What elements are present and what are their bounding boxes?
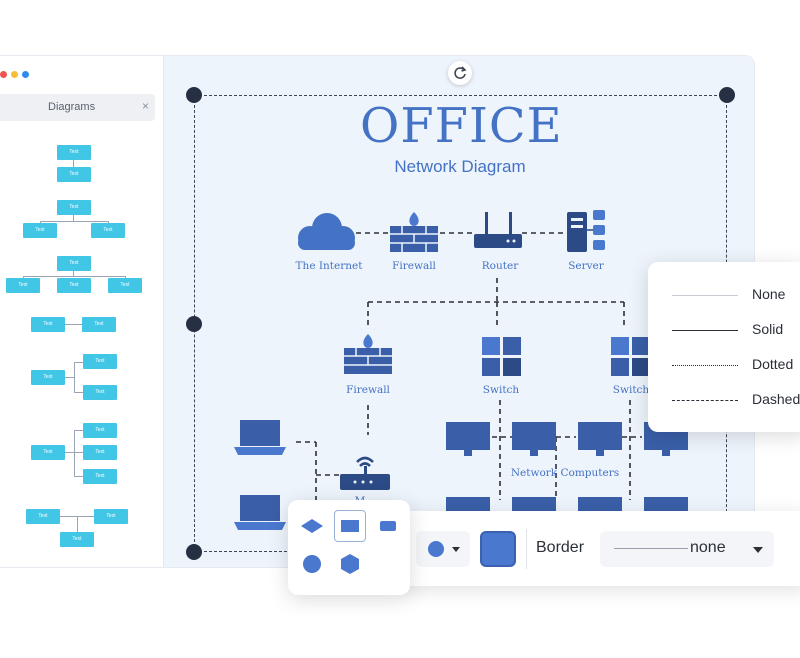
thumb-box: Text — [6, 278, 40, 293]
resize-handle-left[interactable] — [186, 316, 202, 332]
thumb-box: Text — [94, 509, 128, 524]
thumb-box: Text — [31, 317, 65, 332]
thumb-box: Text — [82, 317, 116, 332]
thumb-box: Text — [83, 445, 117, 460]
thumb-box: Text — [57, 200, 91, 215]
laptop-icon — [234, 495, 286, 530]
resize-handle-bottom-left[interactable] — [186, 544, 202, 560]
maximize-dot[interactable] — [22, 71, 29, 78]
circle-icon — [428, 541, 460, 557]
thumb-box: Text — [23, 223, 57, 238]
thumb-box: Text — [108, 278, 142, 293]
diagram-subtitle: Network Diagram — [394, 157, 526, 176]
line-style-dotted[interactable]: Dotted — [672, 356, 800, 376]
toolbar-divider — [526, 529, 527, 569]
rounded-rect-icon[interactable] — [372, 510, 404, 542]
border-value: none — [690, 539, 726, 556]
resize-handle-top-right[interactable] — [719, 87, 735, 103]
window-controls — [0, 71, 29, 78]
diagram-title: OFFICE — [360, 98, 563, 154]
format-toolbar: Border none — [400, 511, 800, 586]
label-router: Router — [481, 260, 519, 272]
thumb-box: Text — [83, 469, 117, 484]
label-switch-2: Switch — [612, 384, 650, 396]
template-thumbnails: Text Text Text Text Text Text Text Text … — [0, 130, 163, 560]
chevron-down-icon — [753, 547, 763, 553]
cloud-icon — [298, 213, 355, 250]
thumb-box: Text — [83, 423, 117, 438]
label-firewall-mid: Firewall — [346, 384, 390, 396]
thumb-box: Text — [91, 223, 125, 238]
label-server: Server — [568, 260, 604, 272]
line-style-dashed[interactable]: Dashed — [672, 391, 800, 411]
thumb-box: Text — [57, 167, 91, 182]
fill-color-swatch[interactable] — [480, 531, 516, 567]
thumb-box: Text — [31, 445, 65, 460]
firewall-icon — [344, 334, 392, 374]
rotate-icon — [454, 66, 467, 79]
diamond-icon[interactable] — [296, 510, 328, 542]
resize-handle-top-left[interactable] — [186, 87, 202, 103]
switch-icon — [482, 337, 521, 376]
thumb-box: Text — [57, 145, 91, 160]
close-icon[interactable]: × — [142, 99, 150, 113]
thumb-box: Text — [26, 509, 60, 524]
shape-picker — [288, 500, 410, 595]
server-icon — [567, 210, 605, 252]
thumb-box: Text — [83, 385, 117, 400]
tab-label: Diagrams — [48, 101, 96, 113]
thumb-box: Text — [60, 532, 94, 547]
border-label: Border — [536, 539, 585, 556]
laptop-icon — [234, 420, 286, 455]
router-icon — [474, 212, 522, 248]
switch-icon — [611, 337, 650, 376]
thumb-box: Text — [83, 354, 117, 369]
chevron-down-icon — [452, 547, 460, 552]
rectangle-icon[interactable] — [334, 510, 366, 542]
label-network-computers: Network Computers — [510, 467, 620, 479]
monitor-icon — [512, 422, 556, 456]
wifi-modem-icon — [340, 456, 390, 490]
shape-type-dropdown[interactable] — [416, 531, 470, 567]
rotate-button[interactable] — [448, 61, 472, 85]
thumb-box: Text — [57, 278, 91, 293]
border-style-select[interactable]: none — [600, 531, 774, 567]
monitor-icon — [578, 422, 622, 456]
label-internet: The Internet — [295, 260, 363, 272]
label-switch-1: Switch — [482, 384, 520, 396]
monitor-icon — [446, 422, 490, 456]
hexagon-icon[interactable] — [334, 548, 366, 580]
close-dot[interactable] — [0, 71, 7, 78]
diagrams-tab[interactable]: Diagrams × — [0, 94, 155, 121]
sidebar-divider — [163, 55, 164, 568]
line-style-none[interactable]: None — [672, 286, 800, 306]
label-firewall-top: Firewall — [392, 260, 436, 272]
line-style-solid[interactable]: Solid — [672, 321, 800, 341]
circle-icon[interactable] — [296, 548, 328, 580]
minimize-dot[interactable] — [11, 71, 18, 78]
border-preview-line — [614, 548, 688, 549]
thumb-box: Text — [57, 256, 91, 271]
thumb-box: Text — [31, 370, 65, 385]
line-style-menu: None Solid Dotted Dashed — [648, 262, 800, 432]
